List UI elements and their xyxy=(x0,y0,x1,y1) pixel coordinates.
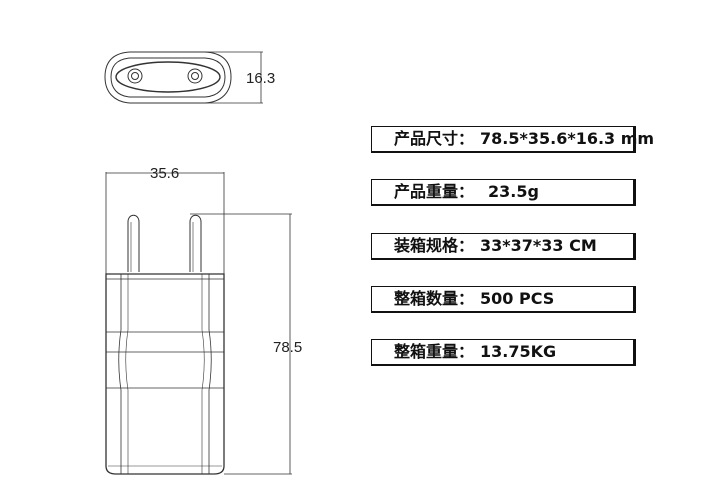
pin-right-inner xyxy=(191,72,199,80)
top-view xyxy=(104,51,263,104)
spec-value: 23.5g xyxy=(488,182,539,201)
spec-carton-weight: 整箱重量： 13.75KG xyxy=(371,339,636,366)
spec-value: 500 PCS xyxy=(480,289,555,308)
front-view xyxy=(105,172,292,475)
pin-left xyxy=(127,68,143,84)
spec-value: 13.75KG xyxy=(480,342,557,361)
spec-label: 整箱重量： xyxy=(394,342,475,361)
spec-label: 产品尺寸： xyxy=(394,129,475,148)
top-view-inner-outline xyxy=(110,57,226,98)
width-dimension-label: 35.6 xyxy=(150,165,179,182)
spec-carton-size: 装箱规格： 33*37*33 CM xyxy=(371,233,636,260)
spec-carton-quantity: 整箱数量： 500 PCS xyxy=(371,286,636,313)
pin-left-inner xyxy=(131,72,139,80)
prong-right xyxy=(189,214,202,272)
spec-product-weight: 产品重量： 23.5g xyxy=(371,179,636,206)
top-view-recess xyxy=(115,61,221,93)
charger-body-outline xyxy=(105,273,225,475)
pin-right xyxy=(187,68,203,84)
spec-value: 78.5*35.6*16.3 mm xyxy=(480,129,655,148)
spec-label: 装箱规格： xyxy=(394,236,475,255)
prong-left xyxy=(127,214,140,272)
spec-product-size: 产品尺寸： 78.5*35.6*16.3 mm xyxy=(371,126,654,153)
length-dimension-label: 78.5 xyxy=(273,339,302,356)
spec-label: 整箱数量： xyxy=(394,289,475,308)
spec-value: 33*37*33 CM xyxy=(480,236,597,255)
height-dimension-label: 16.3 xyxy=(246,70,275,87)
spec-label: 产品重量： xyxy=(394,182,475,201)
